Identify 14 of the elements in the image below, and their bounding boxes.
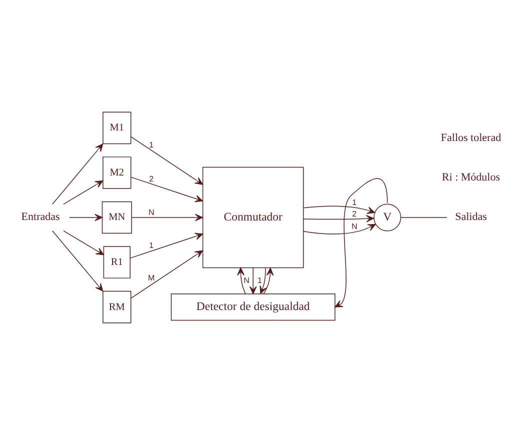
edge-label: 2 — [352, 209, 356, 218]
node-text: Entradas — [20, 210, 60, 223]
edge-label: 1 — [256, 275, 262, 284]
edge-label: 2 — [148, 174, 154, 183]
edge-label: N — [243, 275, 249, 284]
edge-label: 1 — [148, 240, 154, 250]
edge-label: 1 — [352, 197, 356, 206]
label: Fallos tolerad — [440, 131, 501, 144]
edge-label: N — [148, 208, 154, 217]
node-text: Salidas — [454, 210, 486, 223]
edge-label: 1 — [148, 140, 154, 150]
label: Ri : Módulos — [441, 170, 500, 183]
edge-label: M — [148, 272, 154, 282]
edge-label: N — [351, 222, 357, 231]
